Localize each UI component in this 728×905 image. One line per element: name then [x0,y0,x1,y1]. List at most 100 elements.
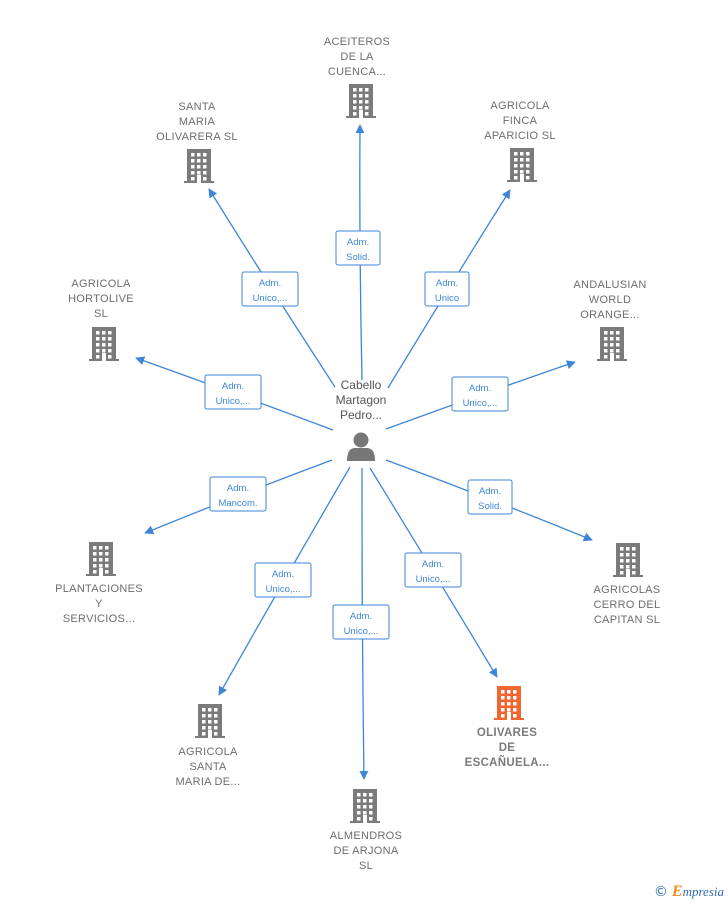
company-name: ALMENDROS DE ARJONA SL [330,830,402,872]
edge-aceiteros: Adm.Solid. [335,124,381,381]
role-box[interactable]: Adm. Unico [424,271,470,307]
company-name-line: AGRICOLA [71,278,131,290]
edge-andalusian: Adm. Unico,... [385,360,576,430]
company-name: AGRICOLA FINCA APARICIO SL [484,100,556,142]
company-name-line: ESCAÑUELA... [465,756,550,769]
role-label-line: Adm. [479,486,501,497]
company-name-line: AGRICOLA [178,746,238,758]
building-icon [613,543,643,577]
company-node-agricola-finca[interactable]: AGRICOLA FINCA APARICIO SL [484,100,556,182]
company-name-line: MARIA [179,116,216,128]
role-box[interactable]: Adm. Mancom. [209,476,267,512]
company-name-line: SERVICIOS... [63,613,135,625]
role-label-line: Unico,... [216,396,251,407]
company-name-line: HORTOLIVE [68,293,134,305]
company-name-line: DE LA [340,51,374,63]
role-label-line: Unico,... [416,574,451,585]
role-box[interactable]: Adm.Unico,... [254,562,312,598]
edges-layer: Adm.Solid.Adm.UnicoAdm.Unico,...Adm.Soli… [135,124,593,780]
role-box[interactable]: Adm.Unico,... [241,271,299,307]
role-label: Adm. Unico,... [416,559,451,585]
edge-agricola-hortolive: Adm.Unico,... [135,356,334,431]
role-label: Adm. Unico [435,278,459,304]
role-label-line: Solid. [478,501,502,512]
company-node-almendros[interactable]: ALMENDROS DE ARJONA SL [330,789,402,872]
role-box[interactable]: Adm. Unico,... [332,604,390,640]
role-label-line: Adm. [469,383,491,394]
company-name-line: WORLD [589,294,631,306]
company-node-andalusian[interactable]: ANDALUSIAN WORLD ORANGE... [573,279,646,361]
role-box[interactable]: Adm.Solid. [335,230,381,266]
company-name: ANDALUSIAN WORLD ORANGE... [573,279,646,321]
building-icon [350,789,380,823]
role-label-line: Adm. [422,559,444,570]
company-name-line: CUENCA... [328,66,386,78]
building-icon [346,84,376,118]
role-box[interactable]: Adm. Unico,... [451,376,509,412]
company-name-line: ANDALUSIAN [573,279,646,291]
building-icon [507,148,537,182]
company-name-line: APARICIO SL [484,130,556,142]
role-label-line: Adm. [227,483,249,494]
role-label-line: Mancom. [218,498,257,509]
edge-almendros: Adm. Unico,... [332,467,390,780]
person-name-line: Martagon [336,393,387,407]
role-label-line: Unico,... [253,293,288,304]
company-name-line: MARIA DE... [175,776,240,788]
role-box[interactable]: Adm. Solid. [467,479,513,515]
edge-agricolas-cerro: Adm. Solid. [385,459,593,542]
building-icon [494,686,524,720]
role-label-line: Adm. [350,611,372,622]
person-name-line: Pedro... [340,408,382,422]
role-box[interactable]: Adm. Unico,... [404,552,462,588]
role-label: Adm. Solid. [478,486,502,512]
building-icon [597,327,627,361]
company-name-line: DE ARJONA [333,845,398,857]
company-name: AGRICOLAS CERRO DEL CAPITAN SL [594,584,661,626]
role-label: Adm. Unico,... [463,383,498,409]
role-label: Adm. Unico,... [344,611,379,637]
company-name-line: Y [95,598,103,610]
role-label-line: Unico,... [463,398,498,409]
role-label: Adm.Solid. [346,237,370,263]
company-node-aceiteros[interactable]: ACEITEROS DE LA CUENCA... [324,36,390,118]
building-icon [195,704,225,738]
company-name-line: AGRICOLAS [594,584,661,596]
company-name: AGRICOLA HORTOLIVE SL [68,278,134,320]
company-name-line: FINCA [503,115,538,127]
edge-agricola-finca: Adm. Unico [387,189,511,389]
role-label: Adm.Unico,... [266,569,301,595]
copyright-symbol: © [653,884,668,900]
role-label-line: Unico,... [344,626,379,637]
building-icon [184,149,214,183]
company-name-line: AGRICOLA [490,100,550,112]
role-box[interactable]: Adm.Unico,... [204,374,262,410]
building-icon [86,542,116,576]
company-name-line: CERRO DEL [594,599,661,611]
company-name: ACEITEROS DE LA CUENCA... [324,36,390,78]
company-name-line: SL [94,308,108,320]
company-name-line: ACEITEROS [324,36,390,48]
company-node-agricola-hortolive[interactable]: AGRICOLA HORTOLIVE SL [68,278,134,361]
company-name-line: ORANGE... [580,309,640,321]
person-name-line: Cabello [341,378,382,392]
building-icon [89,327,119,361]
company-name-line: OLIVARES [477,727,537,739]
company-name-line: CAPITAN SL [594,614,660,626]
role-label-line: Unico [435,293,459,304]
role-label-line: Adm. [436,278,458,289]
company-name-line: SL [359,860,373,872]
company-name-line: ALMENDROS [330,830,402,842]
role-label-line: Adm. [347,237,369,248]
company-node-agricolas-cerro[interactable]: AGRICOLAS CERRO DEL CAPITAN SL [594,543,661,626]
edge-agricola-santa-maria: Adm.Unico,... [218,466,351,696]
